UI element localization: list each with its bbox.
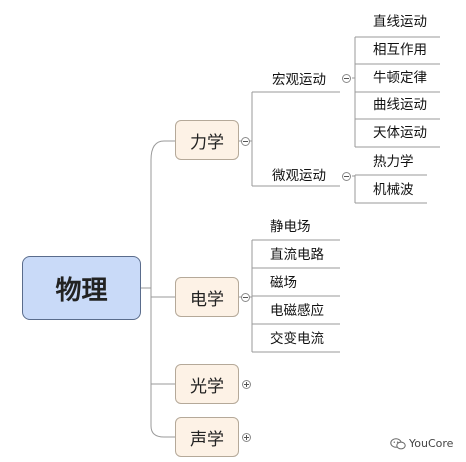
connector-micro: [352, 175, 356, 203]
topic-mechanics[interactable]: 力学: [175, 120, 239, 160]
leaf-dc-circuit[interactable]: 直流电路: [270, 247, 324, 263]
leaf-alternating-current[interactable]: 交变电流: [270, 331, 324, 347]
topic-acoustics[interactable]: 声学: [175, 417, 239, 457]
leaf-curvilinear[interactable]: 曲线运动: [373, 97, 427, 113]
connector-macro: [352, 37, 356, 147]
wechat-icon: [390, 437, 406, 449]
expand-optics-icon[interactable]: [242, 380, 251, 389]
leaf-mechanical-wave[interactable]: 机械波: [373, 182, 414, 198]
leaf-thermodynamics[interactable]: 热力学: [373, 154, 414, 170]
connector-root-trunk: [141, 140, 175, 438]
subtopic-micro-motion[interactable]: 微观运动: [272, 168, 326, 184]
expand-acoustics-icon[interactable]: [242, 433, 251, 442]
leaf-linear-motion[interactable]: 直线运动: [373, 14, 427, 30]
collapse-mechanics-icon[interactable]: [241, 137, 250, 146]
collapse-macro-icon[interactable]: [342, 74, 351, 83]
collapse-micro-icon[interactable]: [342, 172, 351, 181]
leaf-interaction[interactable]: 相互作用: [373, 42, 427, 58]
leaf-celestial[interactable]: 天体运动: [373, 125, 427, 141]
topic-electricity[interactable]: 电学: [175, 277, 239, 317]
watermark-text: YouCore: [409, 437, 454, 450]
leaf-em-induction[interactable]: 电磁感应: [270, 303, 324, 319]
underline-macro-items: [355, 36, 440, 148]
collapse-electricity-icon[interactable]: [241, 293, 250, 302]
leaf-magnetic-field[interactable]: 磁场: [270, 275, 297, 291]
watermark: YouCore: [390, 437, 453, 450]
underline-elec-items: [252, 239, 340, 353]
leaf-newton-laws[interactable]: 牛顿定律: [373, 70, 427, 86]
root-node[interactable]: 物理: [22, 256, 141, 320]
underline-micro-items: [355, 174, 427, 204]
subtopic-macro-motion[interactable]: 宏观运动: [272, 72, 326, 88]
topic-optics[interactable]: 光学: [175, 364, 239, 404]
leaf-electrostatic-field[interactable]: 静电场: [270, 219, 311, 235]
